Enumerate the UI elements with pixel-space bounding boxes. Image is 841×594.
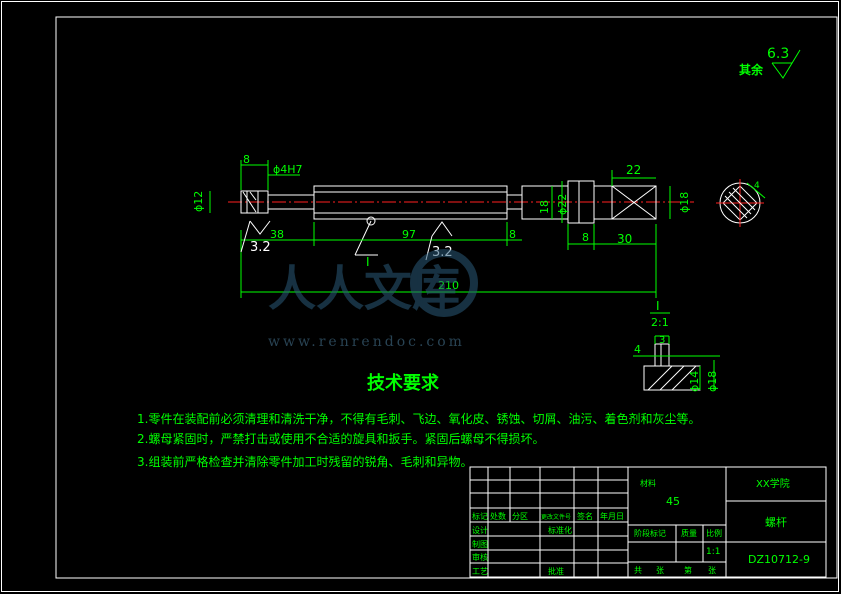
detail-view: I 2:1 4 3 ϕ14 ϕ18 <box>633 299 720 392</box>
tb-drawing-no: DZ10712-9 <box>748 553 810 566</box>
tb-stage-3: 比例 <box>706 528 722 538</box>
tech-title: 技术要求 <box>367 372 440 394</box>
tb-row-4: 工艺 <box>472 567 488 576</box>
tech-item-3: 3.组装前严格检查并清除零件加工时残留的锐角、毛刺和异物。 <box>137 454 472 469</box>
dim-collar: 8 <box>509 228 516 241</box>
end-section-view: 4 <box>716 179 766 227</box>
tech-item-1: 1.零件在装配前必须清理和清洗干净，不得有毛刺、飞边、氧化皮、锈蚀、切屑、油污、… <box>137 411 700 426</box>
dim-end-dia: ϕ18 <box>678 192 691 213</box>
dim-square-len: 30 <box>617 232 632 246</box>
dim-groove: 38 <box>270 228 284 241</box>
tb-std: 标准化 <box>548 525 572 535</box>
tb-material: 45 <box>666 495 680 508</box>
section-dim: 4 <box>754 181 760 191</box>
watermark: 人人文库 www.renrendoc.com <box>268 249 478 350</box>
tb-row-3: 审核 <box>472 552 488 562</box>
dim-total: 210 <box>438 279 459 292</box>
surface-finish-label: 其余 <box>739 62 764 77</box>
tb-header-5: 签名 <box>577 511 593 521</box>
detail-marker: I <box>366 255 370 269</box>
dim-square-width: 22 <box>626 163 641 177</box>
tb-approve: 批准 <box>548 566 564 576</box>
dim-collar-dia: ϕ22 <box>556 194 569 215</box>
tb-sheet-2: 张 <box>656 566 664 575</box>
detail-dia-2: ϕ18 <box>706 371 719 392</box>
tb-sheet-3: 第 <box>684 565 692 575</box>
dim-body-len: 97 <box>402 228 416 241</box>
tb-header-2: 处数 <box>490 511 506 521</box>
tb-header-1: 标记 <box>472 511 488 521</box>
tb-row-1: 设计 <box>472 525 488 535</box>
surface-finish-symbol: 其余 6.3 <box>739 46 801 79</box>
watermark-brand: 人人文库 <box>268 261 460 317</box>
detail-dim-h: 3 <box>659 335 665 346</box>
dim-neck-dia: 18 <box>538 200 551 214</box>
main-view: I <box>228 180 694 269</box>
dimensions: 8 ϕ4H7 ϕ12 38 97 8 210 18 ϕ22 8 30 22 ϕ1… <box>192 153 691 298</box>
detail-dia-1: ϕ14 <box>688 371 701 392</box>
dim-head-len: 8 <box>243 153 250 166</box>
detail-title: I <box>656 299 660 313</box>
roughness-1: 3.2 <box>250 240 271 255</box>
tb-header-6: 年月日 <box>600 511 624 521</box>
surface-finish-value: 6.3 <box>767 46 789 62</box>
tech-requirements: 技术要求 1.零件在装配前必须清理和清洗干净，不得有毛刺、飞边、氧化皮、锈蚀、切… <box>137 372 700 469</box>
tb-scale: 1:1 <box>706 547 720 557</box>
shaft-square-end <box>593 185 657 220</box>
tb-sheet-4: 张 <box>708 566 716 575</box>
watermark-url: www.renrendoc.com <box>268 334 465 350</box>
tb-row-2: 制图 <box>472 539 488 549</box>
tb-sheet-1: 共 <box>634 566 642 575</box>
dim-chamfer: ϕ4H7 <box>273 163 303 176</box>
tb-header-3: 分区 <box>512 512 528 521</box>
tb-stage-2: 质量 <box>681 528 697 538</box>
title-block: 标记 处数 分区 更改文件号 签名 年月日 设计 制图 审核 工艺 标准化 批准… <box>469 466 827 578</box>
tech-item-2: 2.螺母紧固时，严禁打击或使用不合适的旋具和扳手。紧固后螺母不得损坏。 <box>137 431 544 446</box>
tb-header-4: 更改文件号 <box>541 513 571 521</box>
inner-border <box>55 16 838 579</box>
detail-scale: 2:1 <box>651 316 669 329</box>
tb-stage-1: 阶段标记 <box>634 528 666 538</box>
tb-school: XX学院 <box>756 477 790 490</box>
tb-part-name: 螺杆 <box>765 515 787 529</box>
hole-mark <box>366 216 376 226</box>
tb-material-label: 材料 <box>640 478 656 488</box>
dim-head-dia: ϕ12 <box>192 191 205 212</box>
detail-dim-w: 4 <box>634 343 641 356</box>
dim-flange: 8 <box>582 231 589 244</box>
